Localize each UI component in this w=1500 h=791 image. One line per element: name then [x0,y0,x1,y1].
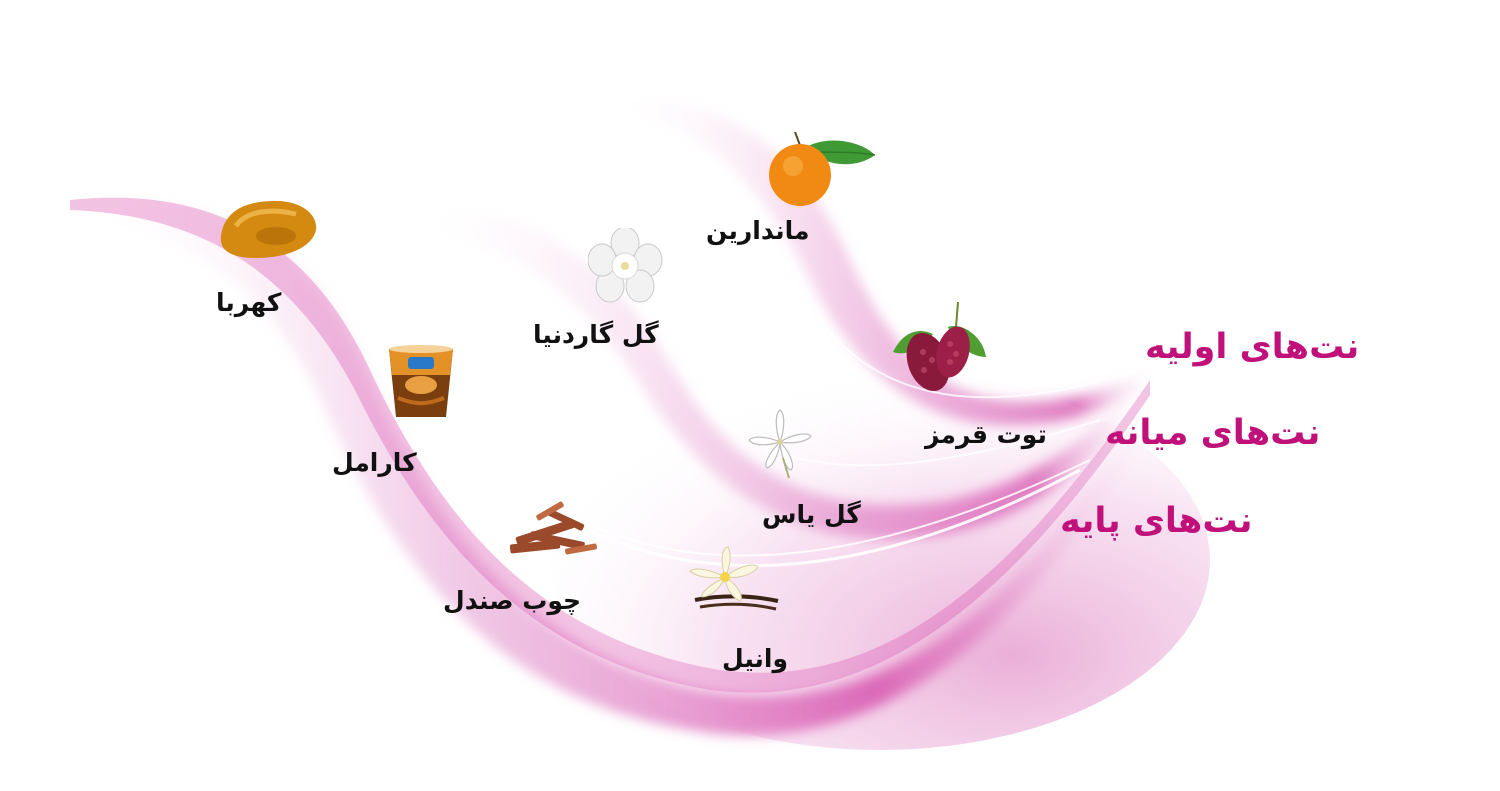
note-mandarin-label: ماندارین [706,216,810,245]
tier-base-notes: نت‌های پایه [1060,501,1253,541]
note-caramel-label: کارامل [332,448,417,477]
caramel-icon [389,345,453,417]
note-mulberry-label: توت قرمز [925,420,1047,449]
note-sandalwood-label: چوب صندل [443,586,582,615]
note-jasmine-label: گل یاس [762,500,861,529]
vanilla-icon [689,546,779,611]
gardenia-icon [588,228,663,303]
mandarin-icon [769,131,876,206]
note-gardenia-label: گل گاردنیا [533,320,659,349]
note-vanilla-label: وانیل [722,644,789,673]
tier-middle-notes: نت‌های میانه [1105,413,1321,453]
base-ribbon [60,198,1150,736]
tier-top-notes: نت‌های اولیه [1145,327,1360,367]
top-ribbon [600,97,1160,426]
middle-ribbon [400,209,1150,540]
note-amber-label: کهربا [216,288,282,317]
jasmine-icon [748,409,812,479]
amber-icon [220,200,317,258]
mulberry-icon [893,302,986,392]
sandalwood-icon [509,501,597,555]
